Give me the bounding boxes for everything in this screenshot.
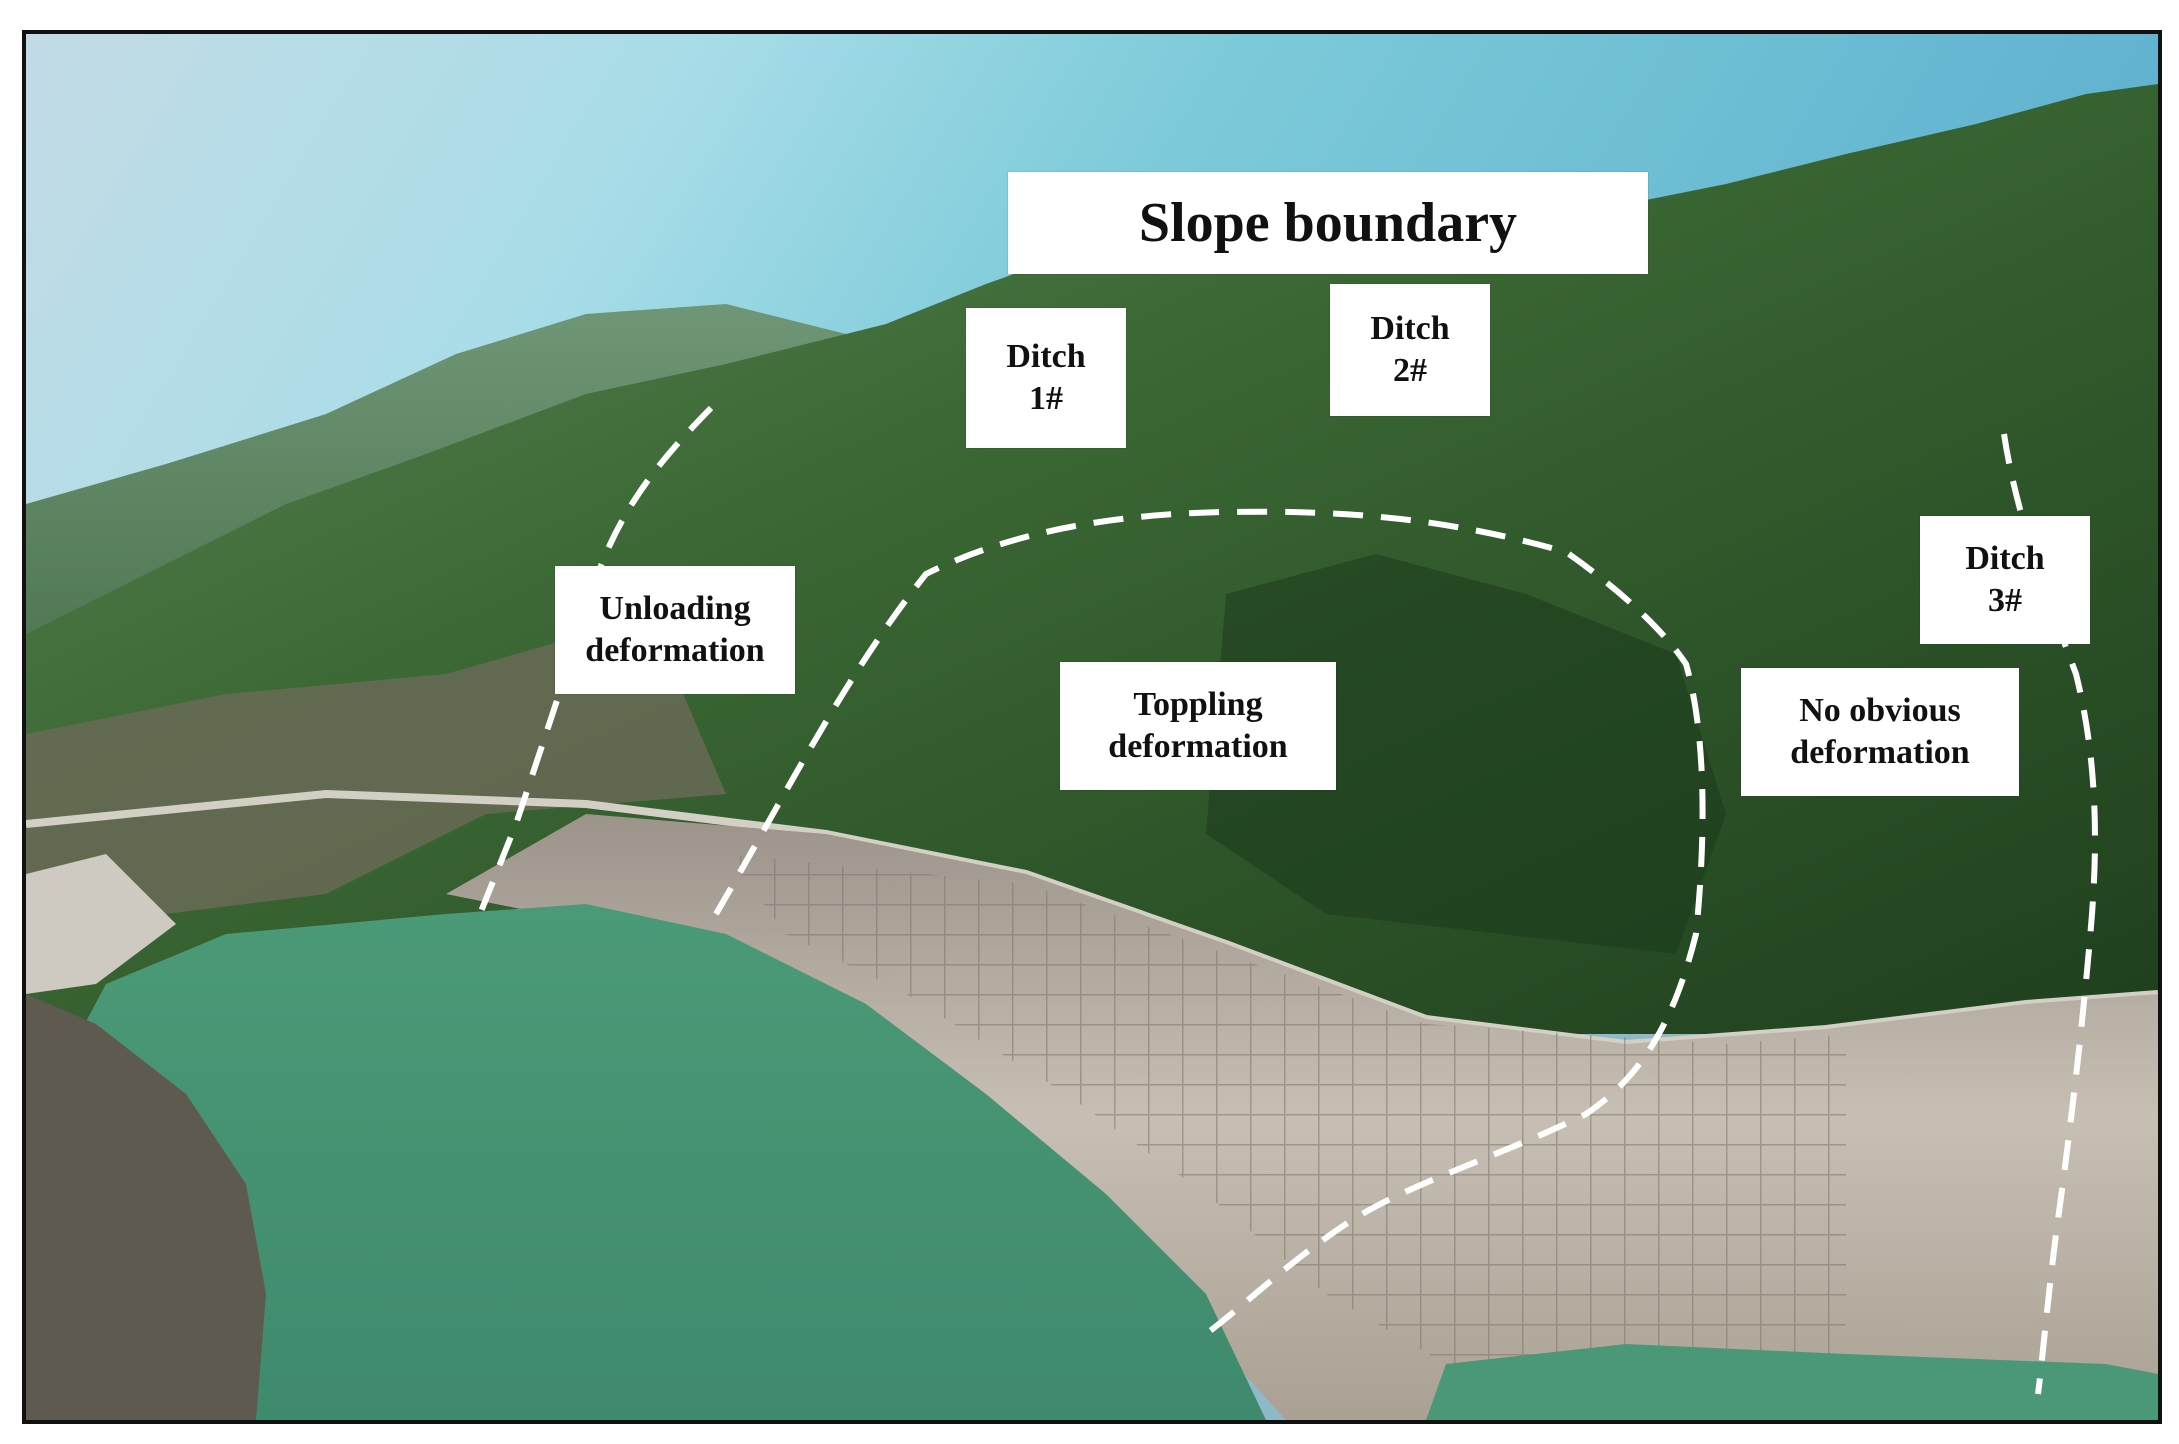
dense-forest-band xyxy=(1206,554,1726,954)
slope-grid-protection xyxy=(726,854,1846,1364)
ditch-3-line1: Ditch xyxy=(1965,539,2045,577)
slope-boundary-label: Slope boundary xyxy=(1008,172,1648,274)
left-cliff xyxy=(26,634,726,914)
ditch-1-line2: 1# xyxy=(1029,380,1063,417)
reservoir-water-right xyxy=(1426,1344,2158,1420)
ditch-2-label: Ditch 2# xyxy=(1330,284,1490,416)
no-obvious-deformation-label: No obvious deformation xyxy=(1741,668,2019,796)
ditch-2-line1: Ditch xyxy=(1370,309,1450,347)
ditch-1-line1: Ditch xyxy=(1006,337,1086,375)
toppling-deformation-label: Toppling deformation xyxy=(1060,662,1336,790)
toppling-line1: Toppling xyxy=(1133,685,1263,723)
no-obvious-line1: No obvious xyxy=(1799,691,1961,729)
unloading-line2: deformation xyxy=(585,632,765,669)
reservoir-water xyxy=(26,904,1266,1420)
ditch-1-label: Ditch 1# xyxy=(966,308,1126,448)
unloading-line1: Unloading xyxy=(599,589,751,627)
reservoir-slope-photo xyxy=(26,34,2158,1420)
toppling-line2: deformation xyxy=(1108,728,1288,765)
no-obvious-line2: deformation xyxy=(1790,734,1970,771)
ditch-3-label: Ditch 3# xyxy=(1920,516,2090,644)
foreground-rock xyxy=(26,994,266,1420)
ditch-3-line2: 3# xyxy=(1988,582,2022,619)
left-concrete-slope xyxy=(26,854,176,994)
toppling-zone-boundary xyxy=(713,508,1706,1337)
ditch-2-line2: 2# xyxy=(1393,352,1427,389)
unloading-deformation-label: Unloading deformation xyxy=(555,566,795,694)
slope-boundary-text: Slope boundary xyxy=(1138,192,1518,254)
